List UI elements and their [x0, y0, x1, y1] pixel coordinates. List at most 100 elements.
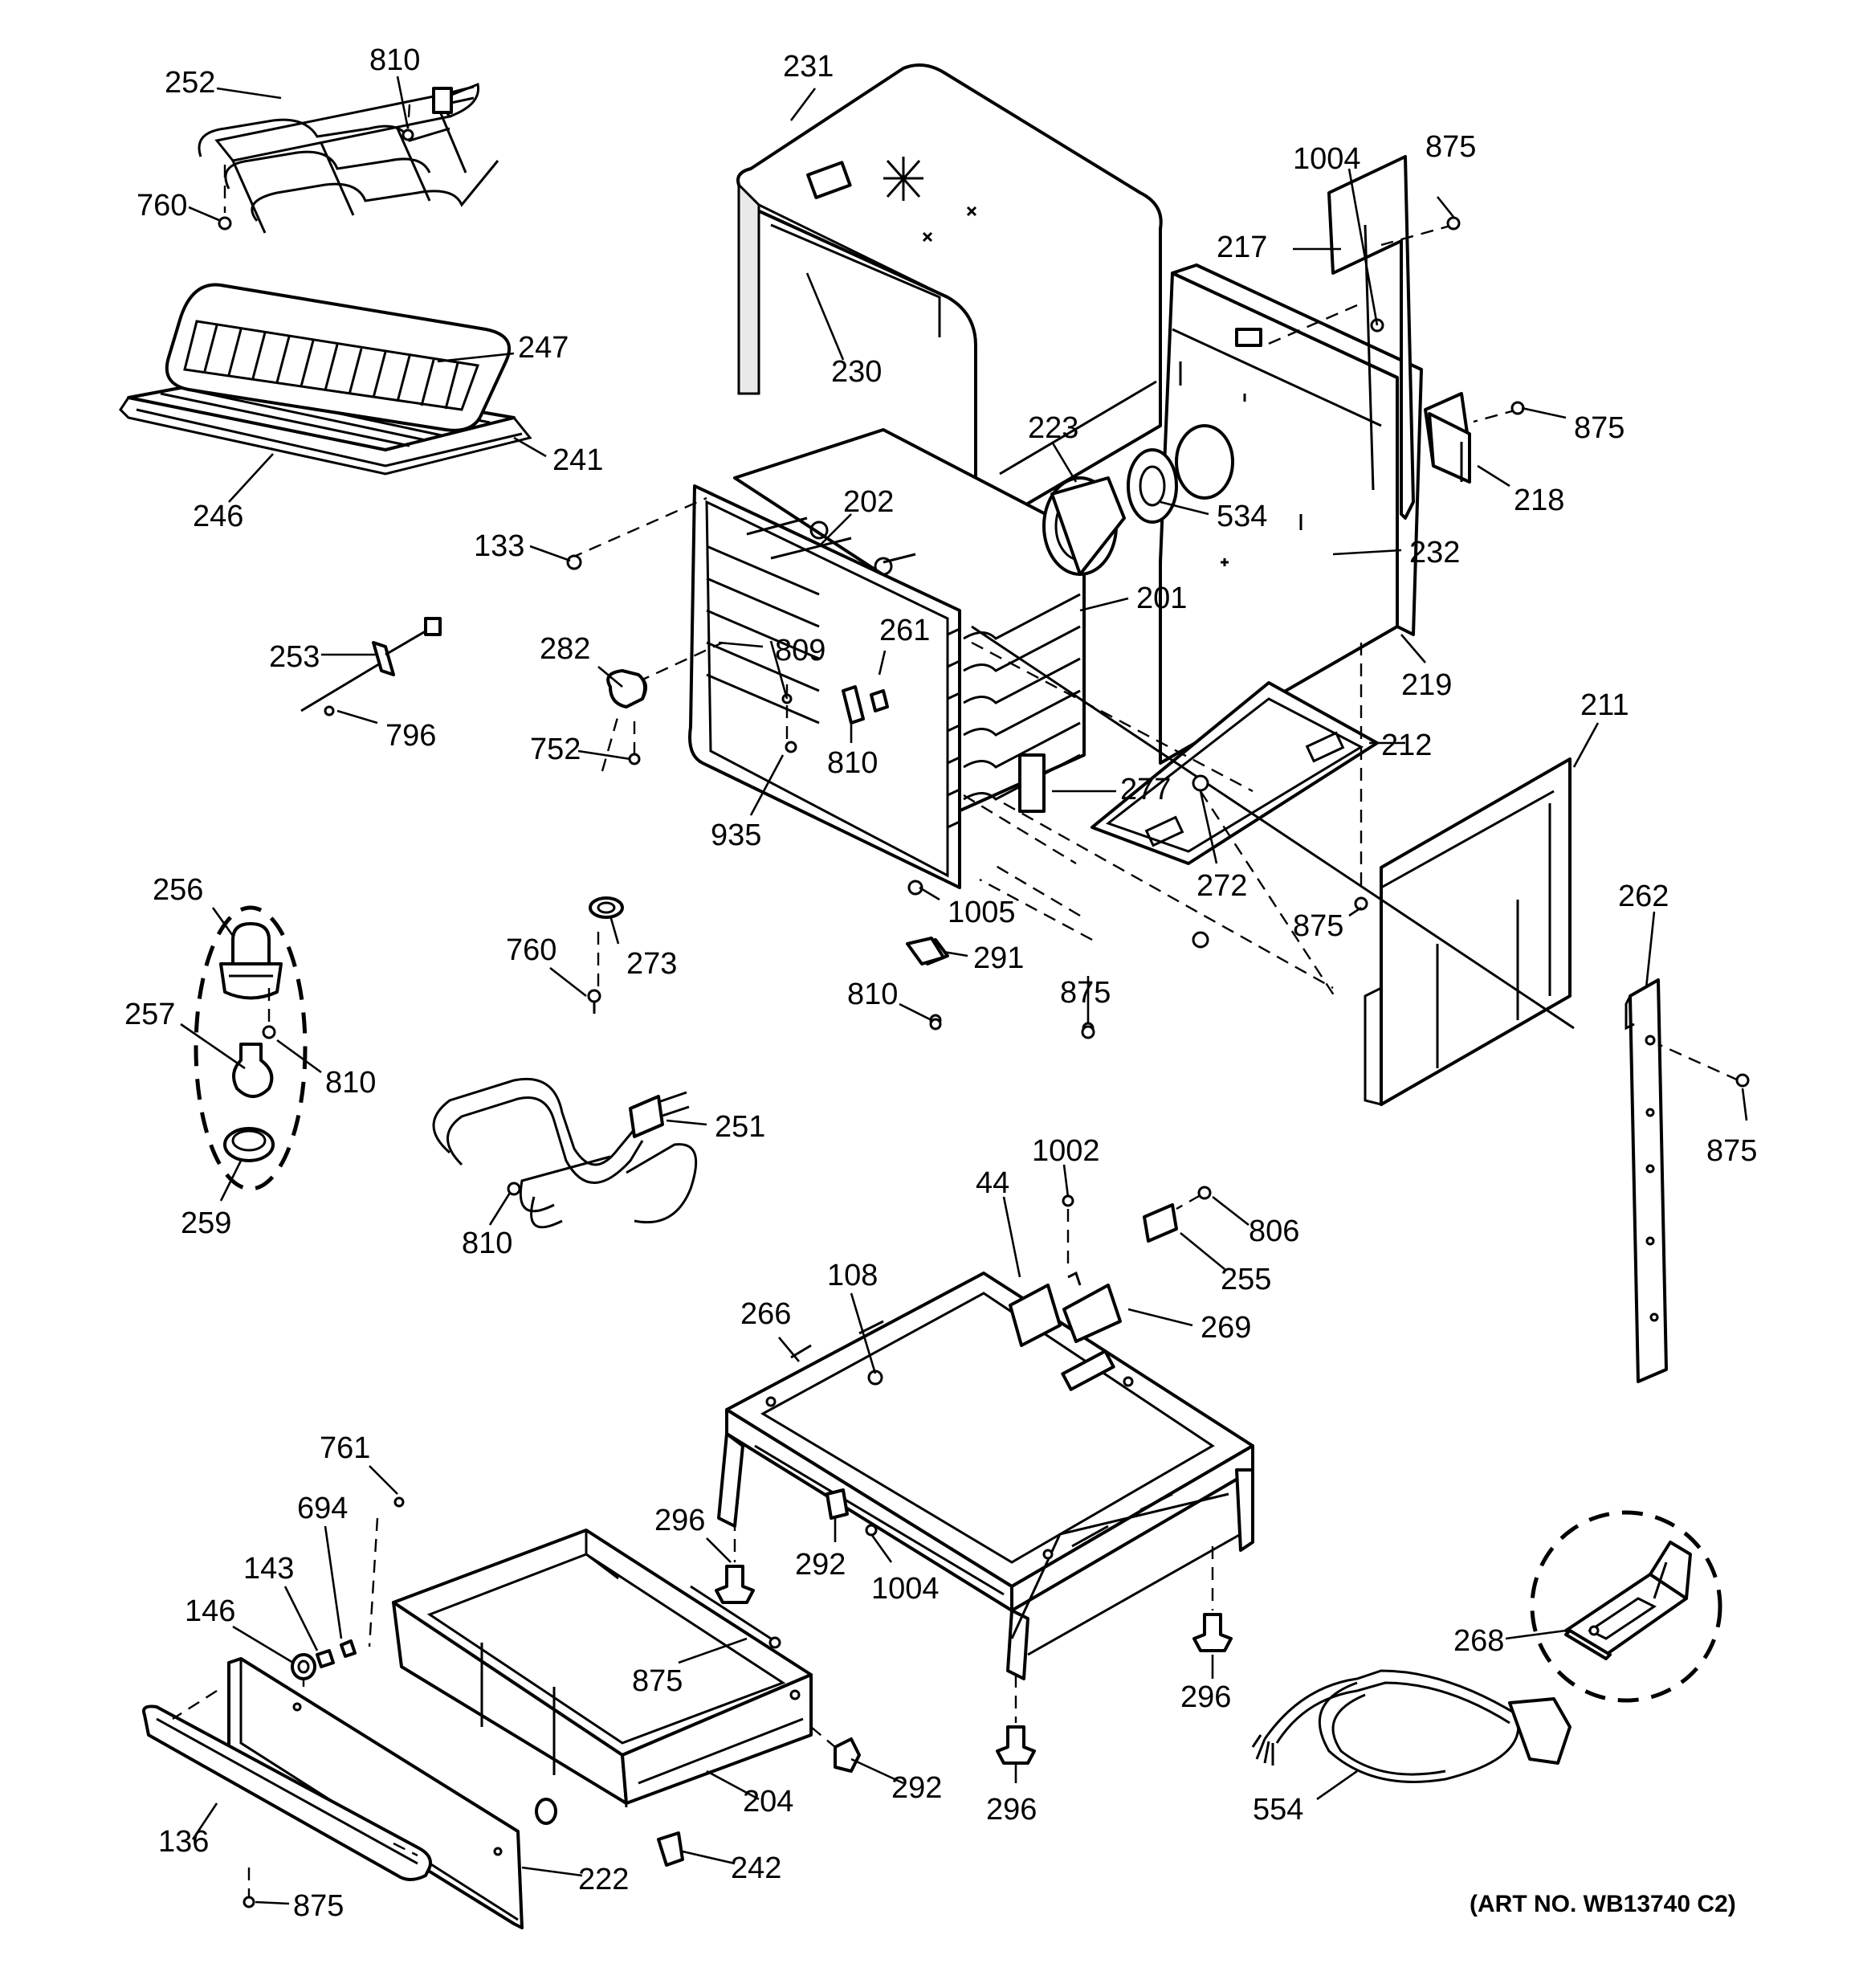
callout-251: 251 — [715, 1110, 765, 1144]
callout-211: 211 — [1580, 688, 1629, 722]
callout-231: 231 — [783, 50, 834, 84]
callout-252: 252 — [165, 66, 215, 100]
callout-230: 230 — [831, 355, 882, 389]
callout-1004: 1004 — [1293, 142, 1361, 176]
callout-241: 241 — [552, 443, 603, 477]
callout-202: 202 — [843, 485, 894, 519]
callout-752: 752 — [530, 733, 581, 766]
callout-219: 219 — [1401, 668, 1452, 702]
art-number: (ART NO. WB13740 C2) — [1470, 1891, 1736, 1917]
callout-255: 255 — [1221, 1263, 1271, 1296]
leveling-legs — [715, 1488, 1233, 1765]
callout-222: 222 — [578, 1863, 629, 1896]
callout-257: 257 — [124, 998, 175, 1031]
callout-875: 875 — [1293, 909, 1343, 943]
callout-810: 810 — [847, 978, 898, 1011]
callout-292: 292 — [795, 1548, 846, 1582]
small-bracket-291 — [906, 937, 1095, 1039]
clip-and-screw — [587, 896, 624, 1014]
callout-247: 247 — [518, 331, 569, 365]
side-panel-part — [1364, 757, 1572, 1106]
callout-554: 554 — [1253, 1793, 1303, 1827]
callout-272: 272 — [1196, 869, 1247, 903]
leader-lines — [180, 76, 1748, 1905]
broiler-pan-and-rack — [119, 283, 532, 476]
callout-761: 761 — [320, 1431, 370, 1465]
callout-534: 534 — [1217, 500, 1267, 533]
callout-810: 810 — [462, 1227, 512, 1260]
callout-796: 796 — [385, 719, 436, 753]
callout-268: 268 — [1453, 1624, 1504, 1658]
callout-261: 261 — [879, 614, 930, 647]
callout-809: 809 — [775, 634, 826, 667]
light-lens-part — [606, 669, 647, 708]
callout-44: 44 — [976, 1166, 1009, 1200]
callout-218: 218 — [1514, 484, 1564, 517]
callout-labels: 252 810 760 247 241 246 231 230 223 534 … — [124, 43, 1757, 1923]
callout-296: 296 — [986, 1793, 1037, 1827]
temperature-sensor-part — [300, 617, 442, 716]
callout-273: 273 — [626, 947, 677, 981]
callout-875: 875 — [632, 1664, 683, 1698]
drawer-clips — [657, 1726, 861, 1867]
callout-133: 133 — [474, 529, 524, 563]
callout-810: 810 — [827, 746, 878, 780]
alignment-lines — [569, 496, 1575, 1030]
top-cover-part — [736, 63, 1163, 536]
callout-204: 204 — [743, 1785, 793, 1819]
broil-element-part — [198, 82, 499, 234]
bake-element-part — [432, 1077, 698, 1229]
callout-212: 212 — [1381, 729, 1432, 762]
drawer-front-panel — [142, 1657, 557, 1929]
callout-223: 223 — [1028, 411, 1078, 445]
callout-875: 875 — [1706, 1134, 1757, 1168]
rear-bracket-part — [1264, 155, 1525, 520]
callout-136: 136 — [158, 1825, 209, 1859]
callout-242: 242 — [731, 1851, 781, 1885]
callout-256: 256 — [153, 873, 203, 907]
callout-232: 232 — [1409, 536, 1460, 569]
callout-875: 875 — [1425, 130, 1476, 164]
callout-760: 760 — [506, 933, 556, 967]
vertical-strip-part — [1625, 978, 1750, 1383]
callout-875: 875 — [1574, 411, 1625, 445]
callout-246: 246 — [193, 500, 243, 533]
callout-146: 146 — [185, 1594, 235, 1628]
callout-217: 217 — [1217, 231, 1267, 264]
callout-292: 292 — [891, 1771, 942, 1805]
storage-drawer-part — [392, 1529, 813, 1808]
callout-296: 296 — [654, 1504, 705, 1537]
oven-cavity-part — [688, 428, 1086, 889]
anti-tip-bracket-inset — [1530, 1510, 1722, 1703]
callout-806: 806 — [1249, 1214, 1299, 1248]
callout-269: 269 — [1201, 1311, 1251, 1345]
callout-694: 694 — [297, 1492, 348, 1525]
oven-light-assembly — [194, 905, 308, 1191]
convection-fan-part — [1042, 424, 1234, 576]
power-cord-part — [1251, 1669, 1572, 1783]
callout-143: 143 — [243, 1552, 294, 1586]
callout-296: 296 — [1180, 1680, 1231, 1714]
callout-810: 810 — [369, 43, 420, 77]
callout-935: 935 — [711, 818, 761, 852]
callout-1005: 1005 — [948, 896, 1016, 929]
callout-875: 875 — [1060, 976, 1111, 1010]
callout-277: 277 — [1120, 773, 1171, 806]
callout-201: 201 — [1136, 582, 1187, 615]
callout-253: 253 — [269, 640, 320, 674]
callout-262: 262 — [1618, 880, 1669, 913]
callout-875: 875 — [293, 1889, 344, 1923]
drawer-support-frame — [717, 1186, 1254, 1680]
callout-810: 810 — [325, 1066, 376, 1100]
callout-1004: 1004 — [871, 1572, 940, 1606]
callout-282: 282 — [540, 632, 590, 666]
callout-259: 259 — [181, 1206, 231, 1240]
callout-108: 108 — [827, 1259, 878, 1292]
callout-291: 291 — [973, 941, 1024, 975]
oven-back-wrapper — [1159, 263, 1423, 765]
callout-760: 760 — [137, 189, 187, 222]
callout-1002: 1002 — [1032, 1134, 1100, 1168]
drawer-front-hardware — [291, 1496, 405, 1687]
callout-266: 266 — [740, 1297, 791, 1331]
